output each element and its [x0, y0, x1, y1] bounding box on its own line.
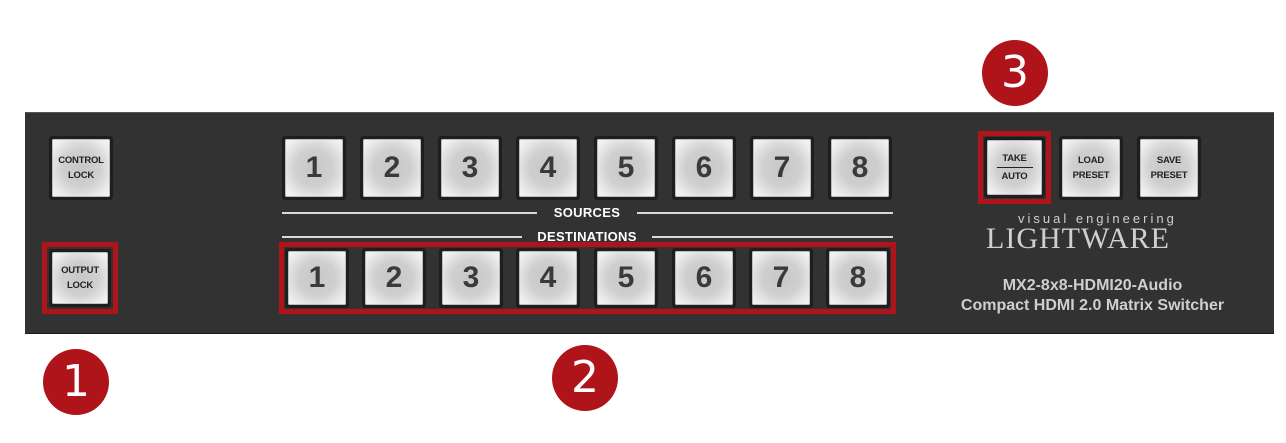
callout-badge-2: 2	[552, 345, 618, 411]
destination-label: 3	[462, 261, 480, 294]
destinations-label: DESTINATIONS	[537, 229, 637, 244]
destinations-highlight	[279, 242, 896, 314]
take-auto-separator	[996, 167, 1033, 168]
brand-logo: LIGHTWARE	[986, 222, 1170, 255]
load-preset-label-line1: LOAD	[1077, 155, 1105, 166]
source-label: 5	[617, 151, 635, 184]
save-preset-label-line2: PRESET	[1150, 170, 1188, 181]
callout-badge-1: 1	[43, 349, 109, 415]
source-label: 3	[461, 151, 479, 184]
load-preset-label-line2: PRESET	[1072, 170, 1110, 181]
output-lock-label-line2: LOCK	[66, 280, 94, 291]
destination-label: 8	[849, 261, 867, 294]
take-auto-highlight	[978, 131, 1051, 204]
source-button-1[interactable]: 1	[282, 136, 346, 200]
source-button-2[interactable]: 2	[360, 136, 424, 200]
sources-label: SOURCES	[553, 205, 621, 220]
save-preset-button[interactable]: SAVE PRESET	[1137, 136, 1201, 200]
output-lock-button[interactable]: OUTPUT LOCK	[49, 249, 111, 307]
destination-button-6[interactable]: 6	[672, 248, 736, 308]
destination-button-4[interactable]: 4	[516, 248, 580, 308]
model-name: MX2-8x8-HDMI20-Audio	[1002, 277, 1183, 294]
source-button-8[interactable]: 8	[828, 136, 892, 200]
sources-divider-left	[282, 212, 537, 214]
source-button-3[interactable]: 3	[438, 136, 502, 200]
destinations-divider-left	[282, 236, 522, 238]
source-label: 1	[305, 151, 323, 184]
source-button-5[interactable]: 5	[594, 136, 658, 200]
callout-badge-3: 3	[982, 40, 1048, 106]
control-lock-button[interactable]: CONTROL LOCK	[49, 136, 113, 200]
output-lock-label-line1: OUTPUT	[61, 265, 99, 276]
source-label: 7	[773, 151, 791, 184]
sources-divider-right	[637, 212, 893, 214]
destination-label: 7	[772, 261, 790, 294]
load-preset-button[interactable]: LOAD PRESET	[1059, 136, 1123, 200]
output-lock-highlight	[42, 242, 118, 314]
destination-button-8[interactable]: 8	[826, 248, 890, 308]
source-label: 2	[383, 151, 401, 184]
destination-label: 5	[617, 261, 635, 294]
model-description: Compact HDMI 2.0 Matrix Switcher	[960, 297, 1225, 314]
take-label: TAKE	[1002, 153, 1027, 164]
destination-button-2[interactable]: 2	[362, 248, 426, 308]
destination-label: 1	[308, 261, 326, 294]
auto-label: AUTO	[1001, 171, 1028, 182]
source-label: 4	[539, 151, 557, 184]
destination-button-7[interactable]: 7	[749, 248, 813, 308]
take-auto-button[interactable]: TAKE AUTO	[984, 137, 1045, 198]
source-button-4[interactable]: 4	[516, 136, 580, 200]
destination-button-1[interactable]: 1	[285, 248, 349, 308]
control-lock-label-line2: LOCK	[67, 170, 95, 181]
control-lock-label-line1: CONTROL	[58, 155, 104, 166]
source-label: 6	[695, 151, 713, 184]
destinations-divider-right	[652, 236, 893, 238]
save-preset-label-line1: SAVE	[1156, 155, 1182, 166]
source-label: 8	[851, 151, 869, 184]
source-button-6[interactable]: 6	[672, 136, 736, 200]
destination-label: 4	[539, 261, 557, 294]
source-button-7[interactable]: 7	[750, 136, 814, 200]
destination-button-5[interactable]: 5	[594, 248, 658, 308]
destination-button-3[interactable]: 3	[439, 248, 503, 308]
destination-label: 2	[385, 261, 403, 294]
destination-label: 6	[695, 261, 713, 294]
brand-tagline: visual engineering	[1018, 211, 1177, 226]
